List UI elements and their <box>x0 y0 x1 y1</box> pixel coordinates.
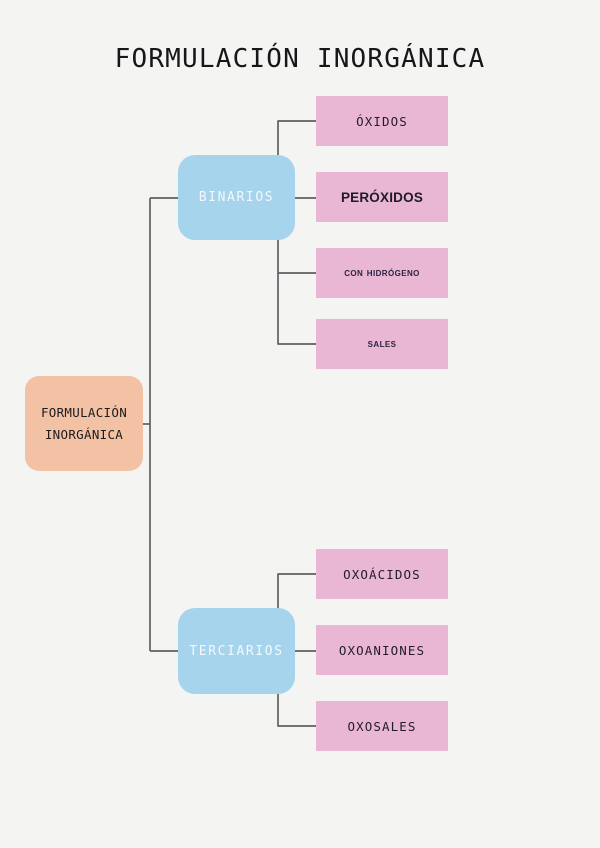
node-leaf-oxosales-label: OXOSALES <box>347 718 417 734</box>
node-leaf-oxoaniones[interactable]: OXOANIONES <box>316 625 448 675</box>
node-branch-binarios-label: BINARIOS <box>198 190 275 205</box>
node-leaf-oxoacidos[interactable]: OXOÁCIDOS <box>316 549 448 599</box>
node-leaf-peroxidos-label: PERÓXIDOS <box>340 189 424 205</box>
node-leaf-sales[interactable]: SALES <box>316 319 448 369</box>
node-leaf-oxidos-label: ÓXIDOS <box>356 113 408 129</box>
node-leaf-oxosales[interactable]: OXOSALES <box>316 701 448 751</box>
connector-terciarios-up <box>277 573 316 608</box>
page-title: FORMULACIÓN INORGÁNICA <box>0 44 600 74</box>
node-leaf-con-hidrogeno-label: CON HIDRÓGENO <box>344 267 420 279</box>
node-leaf-peroxidos[interactable]: PERÓXIDOS <box>316 172 448 222</box>
node-leaf-con-hidrogeno[interactable]: CON HIDRÓGENO <box>316 248 448 298</box>
node-root-label-line2: INORGÁNICA <box>44 426 124 442</box>
connector-binarios-down <box>277 240 316 345</box>
node-leaf-oxoacidos-label: OXOÁCIDOS <box>343 566 421 582</box>
node-branch-binarios[interactable]: BINARIOS <box>178 155 295 240</box>
node-leaf-oxoaniones-label: OXOANIONES <box>338 642 426 658</box>
connector-binarios-up <box>277 120 316 155</box>
node-leaf-sales-label: SALES <box>367 338 397 350</box>
connector-terciarios-down <box>277 694 316 727</box>
node-branch-terciarios-label: TERCIARIOS <box>189 643 284 659</box>
node-root-label: FORMULACIÓN INORGÁNICA <box>41 402 127 446</box>
node-branch-terciarios[interactable]: TERCIARIOS <box>178 608 295 694</box>
node-root-label-line1: FORMULACIÓN <box>40 404 128 420</box>
page-title-text: FORMULACIÓN INORGÁNICA <box>114 44 486 74</box>
node-leaf-oxidos[interactable]: ÓXIDOS <box>316 96 448 146</box>
node-root[interactable]: FORMULACIÓN INORGÁNICA <box>25 376 143 471</box>
